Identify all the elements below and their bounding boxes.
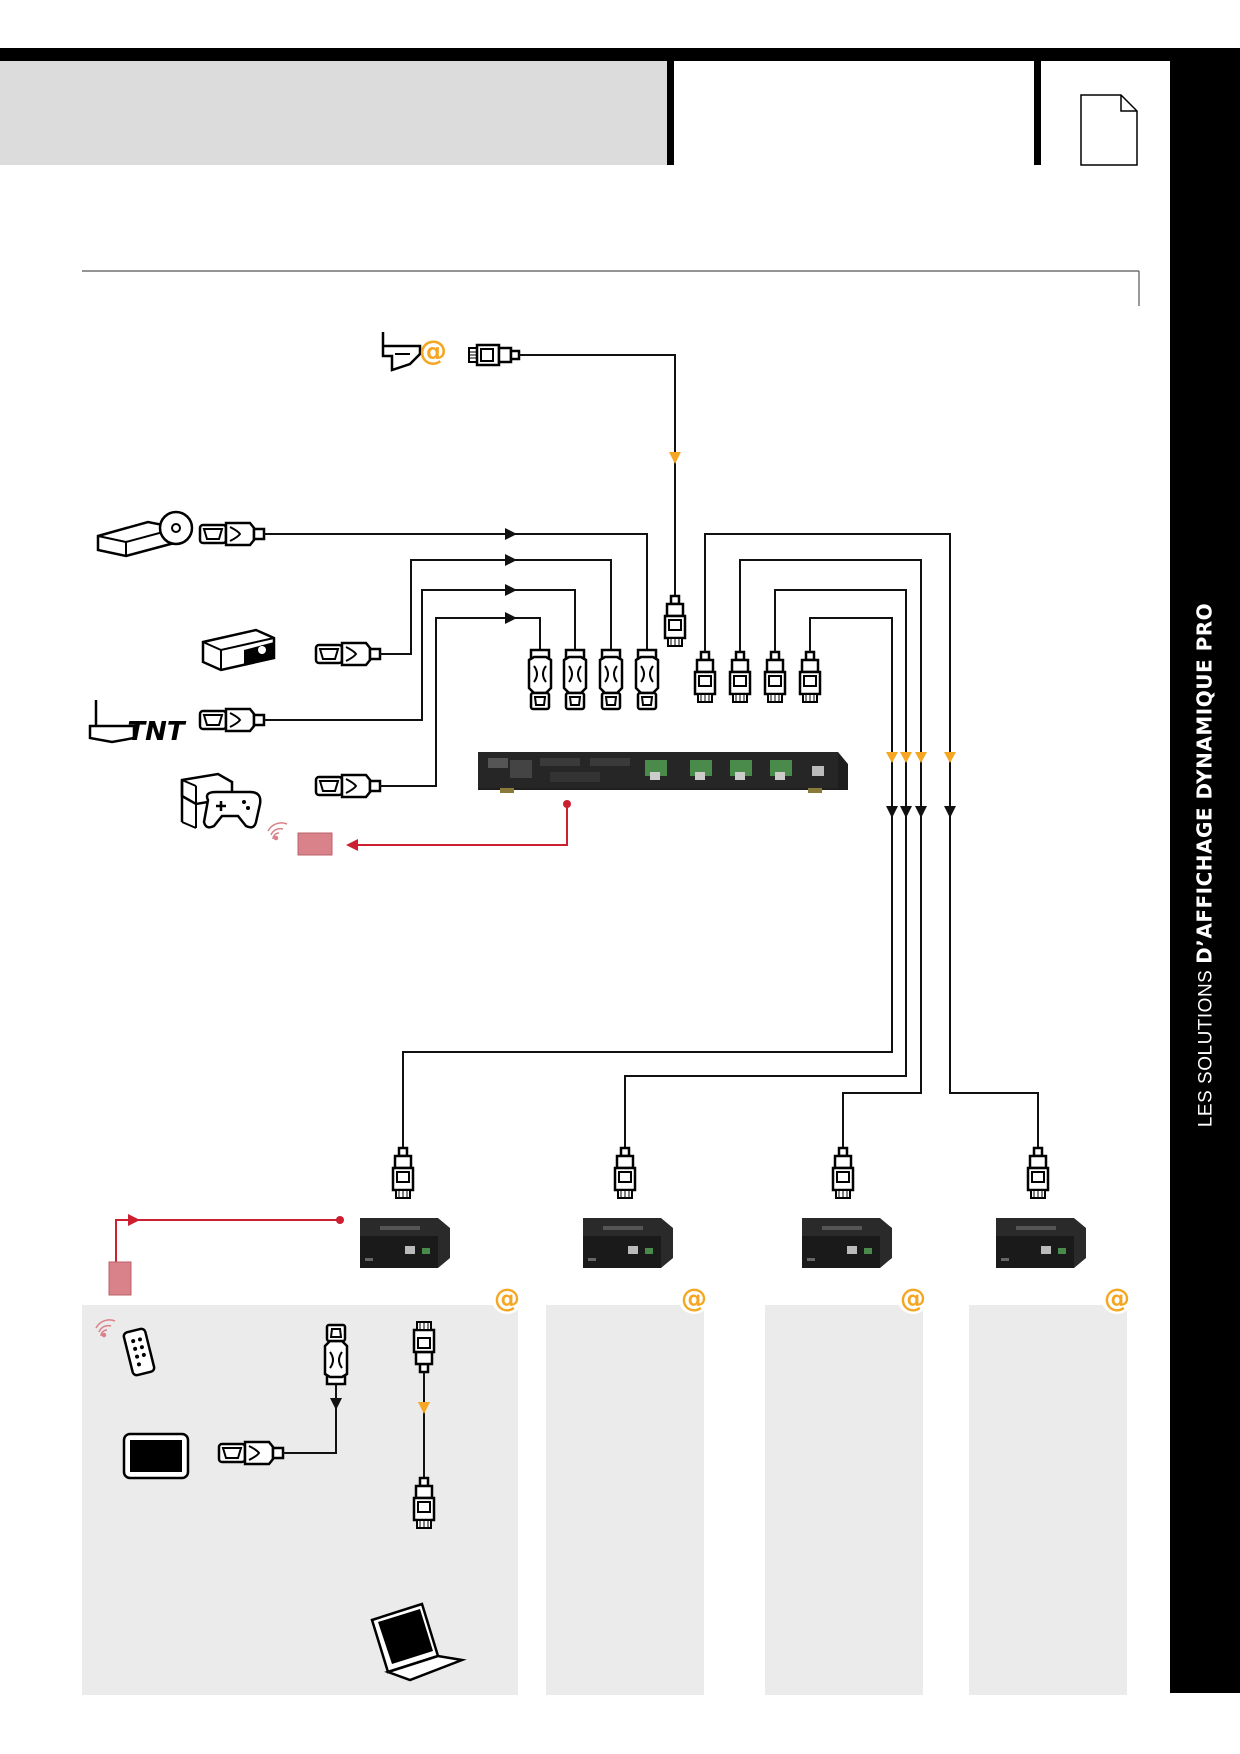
router-at-icon: @ <box>381 332 447 372</box>
dvd-cable <box>264 533 648 652</box>
matrix-hdmi-in-3 <box>598 648 624 711</box>
zone-4 <box>969 1305 1127 1695</box>
header-band <box>0 61 670 165</box>
sidebar <box>1170 48 1240 1693</box>
ir-signal-icon <box>95 1319 116 1338</box>
ir-link-matrix <box>350 804 568 846</box>
receiver-2-connector <box>613 1146 637 1200</box>
matrix-hdmi-in-2 <box>562 648 588 711</box>
laptop-icon <box>370 1602 467 1682</box>
matrix-hdbt-out-1 <box>693 650 717 704</box>
tnt-label: TNT <box>127 717 186 747</box>
header-divider-1 <box>667 61 674 165</box>
receiver-1-connector <box>391 1146 415 1200</box>
hdbaset-receiver-4 <box>996 1218 1086 1268</box>
zone-3 <box>765 1305 923 1695</box>
hdbaset-receiver-2 <box>583 1218 673 1268</box>
zone-3-internet-badge <box>897 1282 929 1314</box>
hdbaset-matrix-switcher <box>478 752 848 793</box>
receiver-hdmi-out <box>323 1323 349 1386</box>
receiver-3-connector <box>831 1146 855 1200</box>
matrix-hdbt-out-4 <box>798 650 822 704</box>
dvd-player-icon <box>96 510 194 558</box>
ir-receiver-box <box>108 1261 132 1296</box>
internet-rj45-connector <box>467 343 521 367</box>
laptop-lan-connector <box>412 1476 436 1530</box>
media-hdmi-connector <box>314 641 382 667</box>
internet-at-label: @ <box>419 334 447 367</box>
output-cable-2 <box>624 589 907 1150</box>
tv-icon <box>122 1432 190 1480</box>
receiver-4-connector <box>1026 1146 1050 1200</box>
output-cable-1 <box>402 617 893 1150</box>
game-console-icon <box>180 772 262 829</box>
tnt-hdmi-connector <box>198 707 266 733</box>
matrix-lan-connector <box>663 594 687 648</box>
hdbaset-receiver-1 <box>360 1218 450 1268</box>
ir-signal-icon <box>267 822 288 841</box>
console-hdmi-connector <box>314 773 382 799</box>
dvd-hdmi-connector <box>198 521 266 547</box>
header-divider-2 <box>1034 61 1041 165</box>
top-bar <box>0 48 1240 61</box>
console-cable <box>380 617 541 787</box>
matrix-hdmi-in-4 <box>634 648 660 711</box>
ir-link-receiver <box>115 1219 340 1262</box>
matrix-hdmi-in-1 <box>527 648 553 711</box>
ir-emitter-box <box>297 832 333 856</box>
flow-arrow <box>669 452 681 464</box>
zone-2 <box>546 1305 704 1695</box>
hdbaset-receiver-3 <box>802 1218 892 1268</box>
remote-control-icon <box>122 1327 156 1377</box>
tnt-receiver-icon: TNT <box>88 700 187 747</box>
zone-4-internet-badge <box>1101 1282 1133 1314</box>
zone-1-internet-badge <box>491 1282 523 1314</box>
tnt-cable <box>264 589 576 721</box>
output-cable-3 <box>739 559 922 1150</box>
media-cable <box>380 559 612 655</box>
output-cable-4 <box>704 533 1039 1150</box>
receiver-lan-out <box>412 1320 436 1374</box>
matrix-hdbt-out-2 <box>728 650 752 704</box>
internet-cable <box>519 354 676 610</box>
page-icon <box>1080 94 1138 166</box>
matrix-hdbt-out-3 <box>763 650 787 704</box>
zone-2-internet-badge <box>678 1282 710 1314</box>
media-player-icon <box>201 628 276 672</box>
